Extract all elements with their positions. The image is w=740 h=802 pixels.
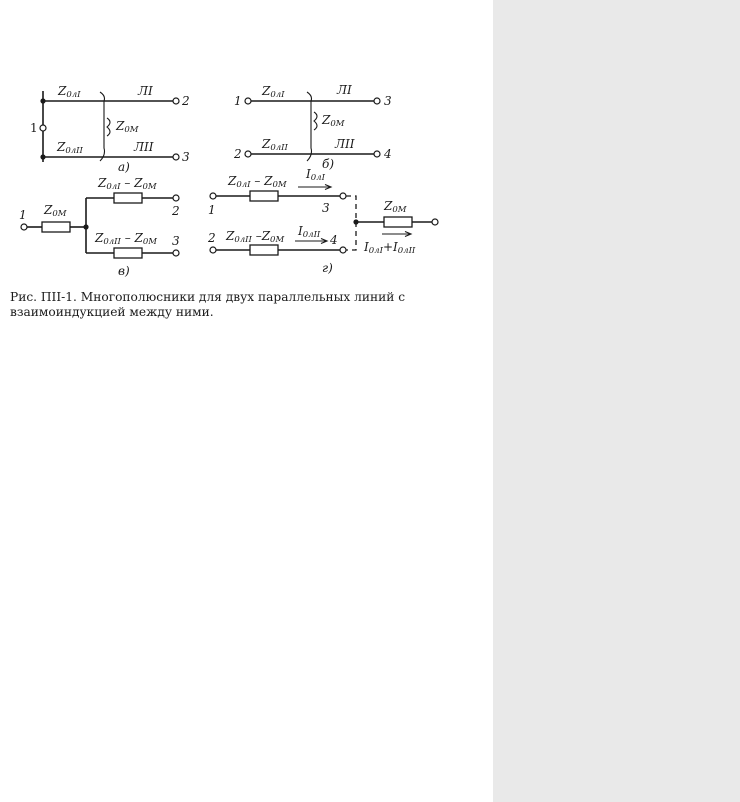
diagram-v-terminal-1 [20, 223, 28, 231]
diagram-b-mutual-coupling [306, 91, 313, 162]
diagram-a: 1 2 3 Z0лI Z0лII Z0M ЛI ЛII а) [30, 84, 190, 174]
diagram-g-resistor-top [249, 190, 279, 202]
diagram-v: 1 Z0M 2 3 Z0лI – Z0M Z0лII – Z0M в) [19, 176, 180, 278]
circuit-figure: 1 2 3 Z0лI Z0лII Z0M ЛI ЛII а) 1 2 [19, 83, 439, 278]
diagram-v-resistor-top [113, 192, 143, 204]
diagram-g-terminal-1 [209, 192, 217, 200]
diagram-g-label: г) [322, 261, 333, 275]
diagram-a-terminal-2 [172, 97, 180, 105]
diagram-g-z-bottom: Z0лII –Z0M [225, 229, 284, 245]
diagram-v-node-3-label: 3 [172, 234, 180, 248]
diagram-g-terminal-out [431, 218, 439, 226]
figure-caption: Рис. ПII-1. Многополюсники для двух пара… [10, 290, 406, 319]
diagram-v-z-bottom: Z0лII – Z0M [94, 231, 157, 247]
diagram-v-node-1-label: 1 [19, 208, 27, 222]
diagram-b-z-top: Z0лI [261, 84, 285, 100]
side-panel [493, 0, 740, 802]
diagram-v-terminal-3 [172, 249, 180, 257]
diagram-g-node-3-label: 3 [322, 201, 330, 215]
diagram-g-node-2-label: 2 [207, 231, 216, 245]
diagram-a-mutual-brace [106, 117, 111, 137]
diagram-a-terminal-1 [39, 124, 47, 132]
diagram-g-z-top: Z0лI – Z0M [227, 174, 287, 190]
diagram-b-line-top-label: ЛI [336, 83, 352, 97]
diagram-g-resistor-bottom [249, 244, 279, 256]
diagram-a-terminal-3 [172, 153, 180, 161]
diagram-a-node-1-label: 1 [30, 121, 38, 135]
diagram-g-i-sum: I0лI+I0лII [363, 240, 416, 256]
diagram-v-resistor-bottom [113, 247, 143, 259]
diagram-g-node-4-label: 4 [329, 233, 338, 247]
diagram-a-node-2-label: 2 [181, 94, 190, 108]
diagram-g-i-top: I0лI [305, 167, 326, 183]
diagram-b-z-bottom: Z0лII [261, 137, 289, 153]
diagram-b-label: б) [322, 157, 334, 171]
diagram-b-terminal-3 [373, 97, 381, 105]
diagram-a-line-bottom-label: ЛII [133, 140, 154, 154]
diagram-b-terminal-4 [373, 150, 381, 158]
diagram-b-node-3-label: 3 [384, 94, 392, 108]
diagram-g-resistor-out [383, 216, 413, 228]
diagram-v-terminal-2 [172, 194, 180, 202]
diagram-g-terminal-3 [339, 192, 347, 200]
diagram-a-z-mutual: Z0M [115, 119, 139, 135]
diagram-g-arrow-top-head [324, 183, 333, 191]
diagram-a-z-top: Z0лI [57, 84, 81, 100]
diagram-b-node-4-label: 4 [383, 147, 392, 161]
diagram-b: 1 2 3 4 Z0лI Z0лII Z0M ЛI ЛII б) [233, 83, 392, 171]
diagram-a-z-bottom: Z0лII [56, 140, 84, 156]
diagram-g: 1 3 Z0лI – Z0M I0лI 2 4 Z0лII –Z0M I0лII [207, 167, 439, 275]
diagram-b-mutual-brace [313, 111, 318, 131]
diagram-g-terminal-2 [209, 246, 217, 254]
diagram-g-arrow-out-head [404, 230, 413, 238]
diagram-a-mutual-coupling [99, 91, 106, 162]
diagram-b-line-bottom-label: ЛII [334, 137, 355, 151]
diagram-v-z-common: Z0M [43, 203, 67, 219]
diagram-v-node-2-label: 2 [171, 204, 180, 218]
diagram-v-z-top: Z0лI – Z0M [97, 176, 157, 192]
diagram-g-arrow-bottom-head [320, 237, 329, 245]
diagram-g-terminal-4 [339, 246, 347, 254]
diagram-v-label: в) [118, 264, 130, 278]
diagram-b-node-1-label: 1 [234, 94, 242, 108]
diagram-b-z-mutual: Z0M [321, 113, 345, 129]
diagram-a-node-3-label: 3 [182, 150, 190, 164]
diagram-b-terminal-2 [244, 150, 252, 158]
document-page: 1 2 3 Z0лI Z0лII Z0M ЛI ЛII а) 1 2 [10, 83, 439, 319]
diagram-g-node-1-label: 1 [208, 203, 216, 217]
diagram-v-resistor-common [41, 221, 71, 233]
diagram-g-z-out: Z0M [383, 199, 407, 215]
diagram-a-label: а) [118, 160, 130, 174]
diagram-b-node-2-label: 2 [233, 147, 242, 161]
diagram-b-terminal-1 [244, 97, 252, 105]
diagram-g-i-bottom: I0лII [297, 224, 321, 240]
diagram-a-line-top-label: ЛI [137, 84, 153, 98]
